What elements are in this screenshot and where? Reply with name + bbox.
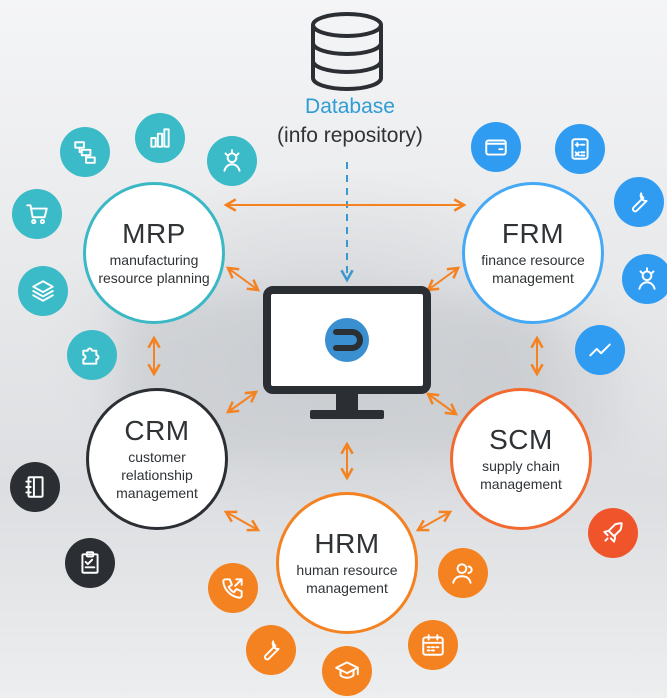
notebook-icon: [10, 462, 60, 512]
scm-node[interactable]: SCM supply chain management: [450, 388, 592, 530]
hrm-node[interactable]: HRM human resource management: [276, 492, 418, 634]
mrp-desc: manufacturing resource planning: [98, 252, 210, 286]
scm-abbr: SCM: [489, 424, 553, 455]
gear-person-icon: [207, 136, 257, 186]
hrm-abbr: HRM: [314, 528, 380, 559]
gear-person-icon: [622, 254, 667, 304]
clipboard-icon: [65, 538, 115, 588]
mrp-node[interactable]: MRP manufacturing resource planning: [83, 182, 225, 324]
brand-logo: [325, 318, 369, 362]
mrp-abbr: MRP: [122, 218, 186, 249]
phone-icon: [208, 563, 258, 613]
trend-line-icon: [575, 325, 625, 375]
mrp-monitor-arrow: [225, 266, 261, 292]
frm-monitor-arrow: [425, 266, 461, 292]
crm-monitor-arrow: [225, 390, 259, 414]
bar-chart-icon: [135, 113, 185, 163]
layers-icon: [18, 266, 68, 316]
crm-desc: customer relationship management: [116, 449, 198, 501]
hrm-desc: human resource management: [296, 562, 398, 596]
wallet-icon: [471, 122, 521, 172]
crm-hrm-arrow: [223, 510, 261, 532]
frm-node[interactable]: FRM finance resource management: [462, 182, 604, 324]
graduation-cap-icon: [322, 646, 372, 696]
database-subtitle: (info repository): [277, 124, 423, 147]
scm-hrm-arrow: [415, 510, 453, 532]
crm-abbr: CRM: [124, 415, 190, 446]
frm-abbr: FRM: [501, 218, 565, 249]
database-icon: [311, 12, 383, 91]
rocket-icon: [588, 508, 638, 558]
crm-node[interactable]: CRM customer relationship management: [86, 388, 228, 530]
scm-desc: supply chain management: [480, 458, 562, 492]
wrench-icon: [246, 625, 296, 675]
puzzle-icon: [67, 330, 117, 380]
person-icon: [438, 548, 488, 598]
calculator-icon: [555, 124, 605, 174]
scm-monitor-arrow: [425, 392, 459, 416]
cart-icon: [12, 189, 62, 239]
database-title: Database: [305, 95, 395, 118]
wrench-icon: [614, 177, 664, 227]
calendar-icon: [408, 620, 458, 670]
frm-desc: finance resource management: [481, 252, 585, 286]
flowchart-icon: [60, 127, 110, 177]
